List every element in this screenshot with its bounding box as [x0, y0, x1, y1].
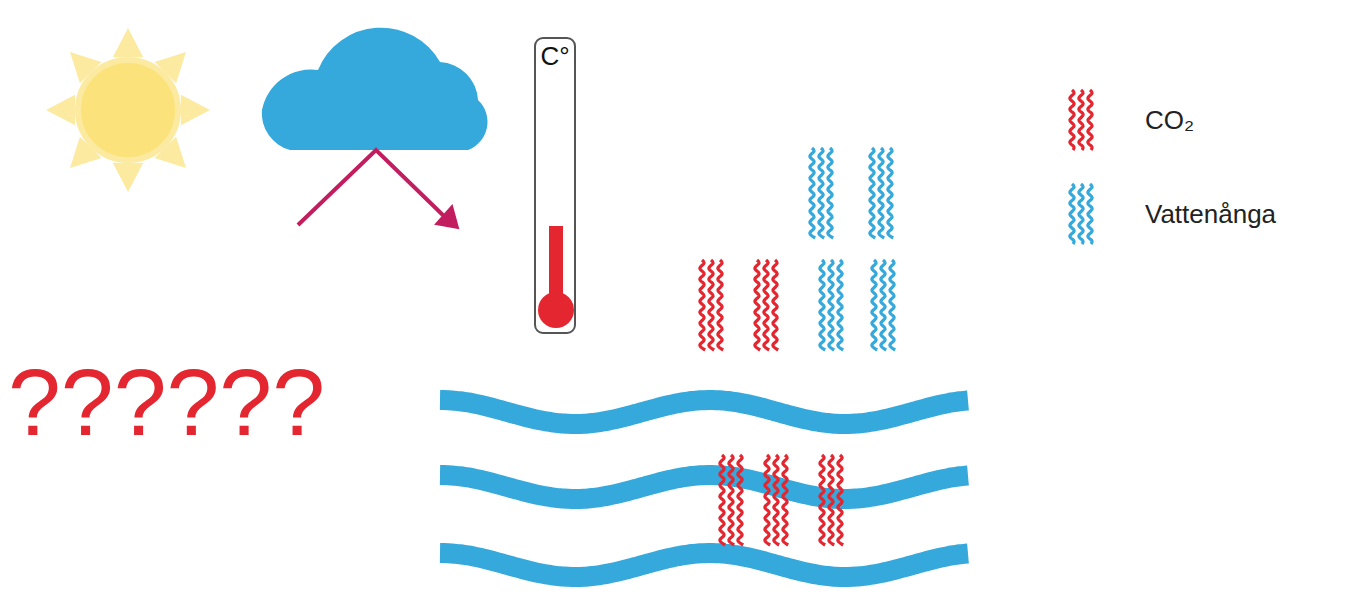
question-marks: ??????: [8, 355, 325, 450]
gas-icon: [755, 260, 778, 350]
squiggle: [820, 455, 825, 545]
squiggle: [838, 260, 843, 350]
squiggle: [718, 260, 723, 350]
squiggle: [755, 260, 760, 350]
thermometer-fill: [538, 226, 574, 328]
reflection-arrow: [298, 150, 458, 228]
squiggle: [829, 455, 834, 545]
cloud-icon: [262, 28, 488, 150]
thermometer: C°: [534, 37, 576, 334]
squiggle: [1088, 90, 1092, 150]
sun-icon: [46, 28, 210, 192]
wave-band: [440, 400, 968, 424]
gas-icons: [700, 90, 1092, 545]
squiggle: [820, 260, 825, 350]
squiggle: [709, 260, 714, 350]
squiggle: [819, 148, 824, 238]
wave-band: [440, 475, 968, 499]
squiggle: [765, 455, 770, 545]
squiggle: [729, 455, 734, 545]
squiggle: [829, 260, 834, 350]
squiggle: [764, 260, 769, 350]
legend-swatch: [1070, 90, 1092, 150]
ocean-waves: [440, 400, 968, 577]
squiggle: [890, 260, 895, 350]
squiggle: [881, 260, 886, 350]
squiggle: [774, 455, 779, 545]
squiggle: [1070, 90, 1074, 150]
squiggle: [888, 148, 893, 238]
unit-label: C°: [540, 43, 569, 69]
gas-icon: [700, 260, 723, 350]
squiggle: [879, 148, 884, 238]
sun-ray: [46, 95, 75, 125]
squiggle: [720, 455, 725, 545]
gas-icon: [820, 260, 843, 350]
gas-icon: [765, 455, 788, 545]
gas-icon: [820, 455, 843, 545]
legend-swatch: [1070, 184, 1092, 244]
squiggle: [1088, 184, 1092, 244]
squiggle: [783, 455, 788, 545]
squiggle: [838, 455, 843, 545]
squiggle: [870, 148, 875, 238]
sun-ray: [113, 163, 143, 192]
squiggle: [1079, 90, 1083, 150]
gas-icon: [810, 148, 833, 238]
gas-icon: [720, 455, 743, 545]
sun-ray: [113, 28, 143, 57]
squiggle: [810, 148, 815, 238]
squiggle: [1070, 184, 1074, 244]
squiggle: [872, 260, 877, 350]
legend-text: CO₂: [1145, 107, 1194, 133]
sun-disc: [78, 60, 178, 160]
squiggle: [773, 260, 778, 350]
gas-icon: [872, 260, 895, 350]
legend-text: Vattenånga: [1145, 201, 1276, 227]
squiggle: [700, 260, 705, 350]
squiggle: [1079, 184, 1083, 244]
sun-ray: [181, 95, 210, 125]
wave-band: [440, 553, 968, 577]
gas-icon: [870, 148, 893, 238]
squiggle: [828, 148, 833, 238]
squiggle: [738, 455, 743, 545]
